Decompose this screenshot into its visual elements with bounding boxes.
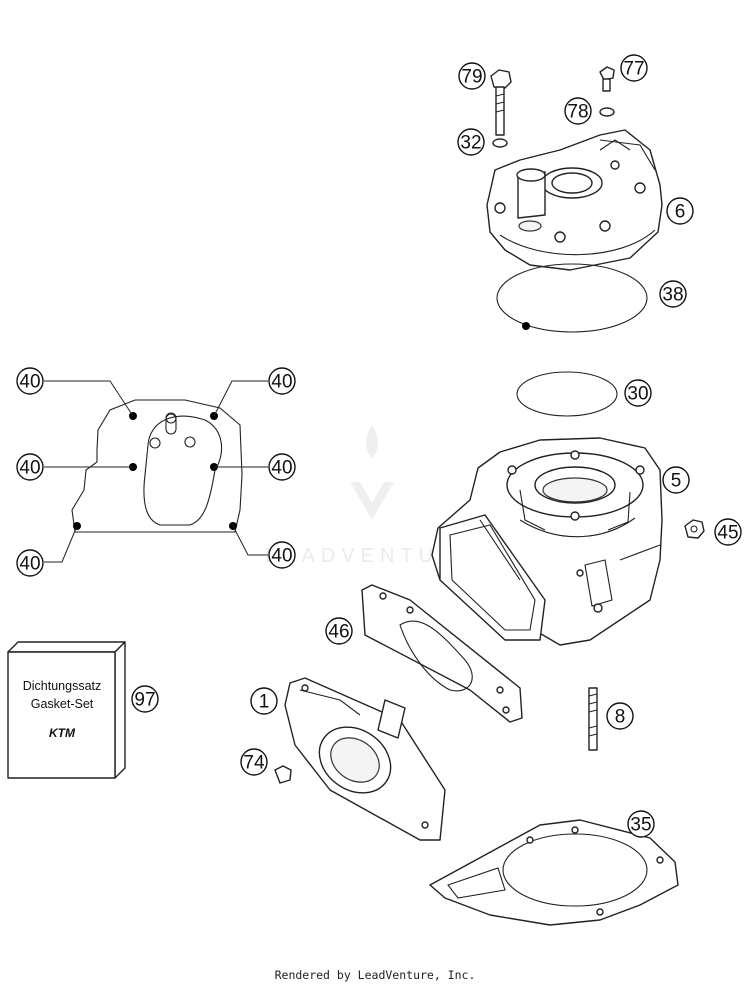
callout-40-top-left: 40 <box>16 367 44 395</box>
callout-45: 45 <box>714 518 742 546</box>
o-ring-30 <box>516 371 618 417</box>
cylinder-head-6 <box>486 129 663 271</box>
nut-45-hole <box>690 525 698 533</box>
callout-32-label: 32 <box>460 133 481 154</box>
callout-77-label: 77 <box>623 59 644 80</box>
callout-97: 97 <box>131 685 159 713</box>
callout-35: 35 <box>627 810 655 838</box>
o-ring-38 <box>496 263 648 333</box>
washer-78 <box>599 107 615 117</box>
bolt-79 <box>490 69 512 136</box>
callout-5-label: 5 <box>671 471 682 492</box>
callout-1: 1 <box>250 687 278 715</box>
callout-97-label: 97 <box>134 690 155 711</box>
cylinder-5 <box>431 437 663 646</box>
nut-45 <box>684 519 705 539</box>
callout-78-label: 78 <box>567 102 588 123</box>
callout-40-top-right: 40 <box>268 367 296 395</box>
leadventure-watermark: LEADVENTURE <box>265 425 479 567</box>
gasket-set-line1: Dichtungssatz <box>23 679 102 693</box>
callout-38: 38 <box>659 280 687 308</box>
callout-40-label: 40 <box>19 554 40 575</box>
ktm-logo: KTM <box>49 726 76 740</box>
callout-46: 46 <box>325 617 353 645</box>
callout-40-bottom-left: 40 <box>16 549 44 577</box>
callout-46-label: 46 <box>328 622 349 643</box>
gasket-outline-40 <box>71 399 243 533</box>
gasket-set-line2: Gasket-Set <box>31 697 94 711</box>
callout-30: 30 <box>624 379 652 407</box>
callout-40-label: 40 <box>271 546 292 567</box>
callout-1-label: 1 <box>259 692 270 713</box>
intake-gasket-46 <box>361 584 523 723</box>
callout-40-label: 40 <box>19 372 40 393</box>
callout-77: 77 <box>620 54 648 82</box>
callout-74: 74 <box>240 748 268 776</box>
callout-79-label: 79 <box>461 67 482 88</box>
callout-74-label: 74 <box>243 753 265 774</box>
leader-lines <box>44 380 268 563</box>
callout-8-label: 8 <box>615 707 626 728</box>
callout-40-label: 40 <box>19 458 40 479</box>
callout-79: 79 <box>458 62 486 90</box>
callout-6-label: 6 <box>675 202 686 223</box>
callout-40-bottom-right: 40 <box>268 541 296 569</box>
gasket-set-box: Dichtungssatz Gasket-Set KTM <box>7 641 126 779</box>
screw-74 <box>274 765 292 784</box>
footer-credit: Rendered by LeadVenture, Inc. <box>274 968 476 982</box>
callout-40-mid-right: 40 <box>268 453 296 481</box>
callout-40-label: 40 <box>271 458 292 479</box>
washer-32 <box>492 138 508 148</box>
callout-5: 5 <box>662 466 690 494</box>
callout-35-label: 35 <box>630 815 651 836</box>
intake-flange-1 <box>284 677 446 841</box>
base-gasket-35 <box>429 819 679 926</box>
callout-38-label: 38 <box>662 285 683 306</box>
callout-45-label: 45 <box>717 523 738 544</box>
callout-8: 8 <box>606 702 634 730</box>
callout-78: 78 <box>564 97 592 125</box>
callout-40-label: 40 <box>271 372 292 393</box>
callout-40-mid-left: 40 <box>16 453 44 481</box>
callout-30-label: 30 <box>627 384 648 405</box>
watermark-text: LEADVENTURE <box>265 545 479 567</box>
bolt-77 <box>599 66 615 92</box>
callout-6: 6 <box>666 197 694 225</box>
callout-32: 32 <box>457 128 485 156</box>
stud-8 <box>588 687 598 751</box>
